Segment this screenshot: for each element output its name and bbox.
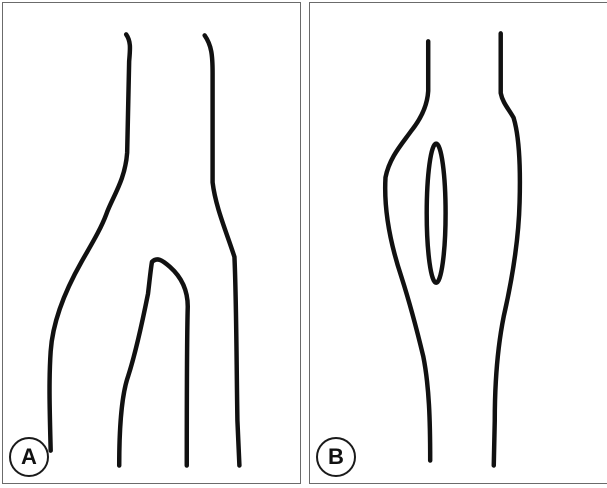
panel-b-right-outer-line: [494, 33, 520, 465]
panel-a-label-badge: A: [9, 437, 49, 477]
panel-b-left-outer-line: [385, 41, 430, 460]
panel-a-inner-branch-line: [119, 259, 188, 465]
panel-a: A: [2, 2, 301, 484]
panel-b-central-ellipse: [427, 144, 446, 283]
panel-a-left-outer-line: [50, 34, 130, 450]
panel-b: B: [309, 2, 607, 484]
panel-a-drawing: [3, 3, 300, 483]
panel-b-label-badge: B: [316, 437, 356, 477]
panel-b-drawing: [310, 3, 607, 483]
panel-a-right-outer-line: [205, 35, 240, 465]
